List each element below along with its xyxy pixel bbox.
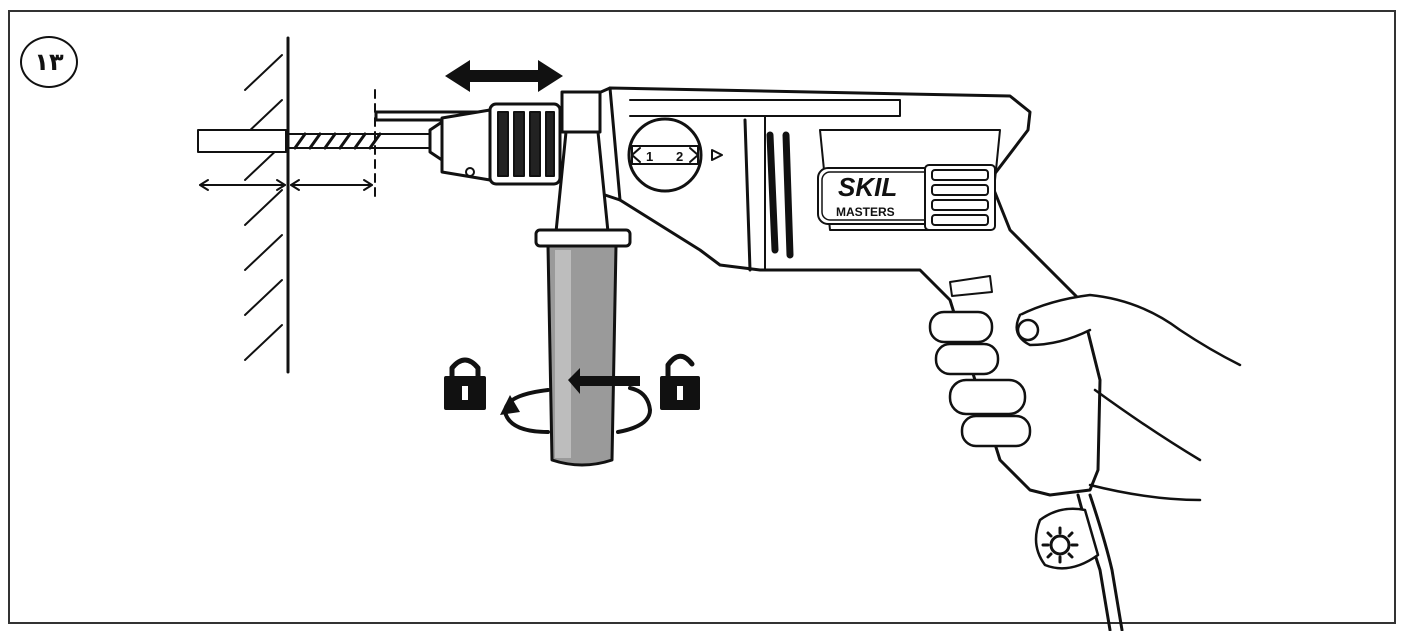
lock-closed-icon xyxy=(444,357,486,410)
cord-flex-icon xyxy=(1041,526,1079,564)
figure-number-badge: ۱۳ xyxy=(20,36,78,88)
double-arrow-icon xyxy=(445,60,563,92)
mode-selector-dial[interactable] xyxy=(627,117,723,193)
figure-number: ۱۳ xyxy=(34,48,64,76)
auxiliary-handle[interactable] xyxy=(534,90,632,467)
lock-open-icon xyxy=(660,353,700,410)
mode-label-1: 1 xyxy=(646,149,653,164)
drill-bit xyxy=(287,132,437,150)
drilled-hole xyxy=(197,129,287,153)
brand-logo: SKIL xyxy=(838,172,897,202)
hand xyxy=(928,293,1242,502)
vent-slots xyxy=(924,164,996,231)
brand-series: MASTERS xyxy=(836,205,895,219)
chuck xyxy=(428,102,562,186)
mode-label-2: 2 xyxy=(676,149,683,164)
depth-measure-arrows xyxy=(199,179,373,191)
wall xyxy=(244,36,290,374)
rotate-arrow-icon xyxy=(500,368,652,434)
trigger[interactable] xyxy=(949,275,993,297)
power-cord xyxy=(1034,493,1124,631)
